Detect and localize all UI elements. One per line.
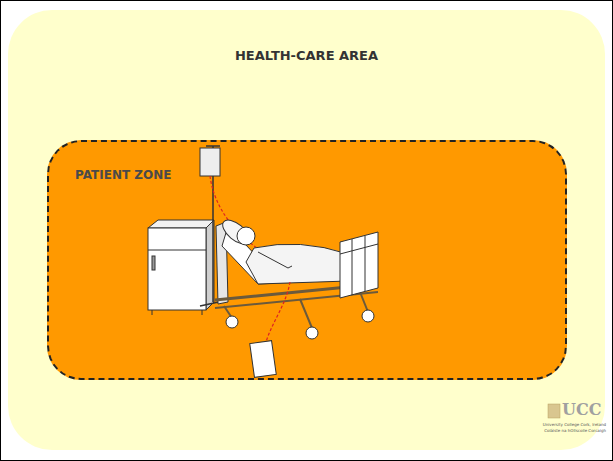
bed-footboard [340,232,378,298]
urine-bag-body [250,341,277,378]
iv-bag [200,148,220,176]
zone-band: PATIENT ZONE [47,140,567,380]
bed-headboard [216,222,228,304]
bed-leg [360,292,368,312]
bed-mattress [222,226,348,284]
bedside-cabinet [148,220,214,315]
iv-pole [212,146,214,302]
patient-head [237,227,255,245]
footboard-bar [365,236,366,291]
cabinet-top [148,220,214,228]
cabinet-handle [152,256,155,270]
bed-wheel [362,310,374,322]
bed-wheel [306,327,318,339]
urine-tube [266,282,290,342]
hospital-bed [215,216,378,339]
cabinet-front [148,228,206,310]
cabinet-drawer-line [148,250,206,251]
bed-wheel [226,316,238,328]
bed-pillow [219,216,254,249]
iv-stand [200,146,286,306]
area-band: HEALTH-CARE AREA PATIENT ZONE [8,10,605,450]
cabinet-leg [202,310,203,315]
logo-text: Coláiste na hOllscoile Corcaigh [544,429,606,433]
iv-hook [206,145,220,147]
iv-tube [210,176,286,266]
footboard-bar [340,244,378,254]
bed-frame [215,284,378,300]
iv-base [200,300,228,306]
bed-frame [215,292,378,308]
footboard-bar [352,239,353,295]
patient-arm [258,252,292,268]
urine-bag [250,282,290,377]
logo-crest [548,404,560,418]
ucc-logo [548,404,560,418]
logo-text: University College Cork, Ireland [543,423,606,427]
cabinet-leg [152,310,153,315]
bed-leg [300,299,312,328]
zone-title: PATIENT ZONE [75,168,275,182]
bed-leg [224,306,232,318]
logo-letters: UCC [562,402,601,418]
zone-title: HEALTH-CARE AREA [8,48,605,63]
bed-blanket [246,244,348,284]
cabinet-side [206,220,214,310]
